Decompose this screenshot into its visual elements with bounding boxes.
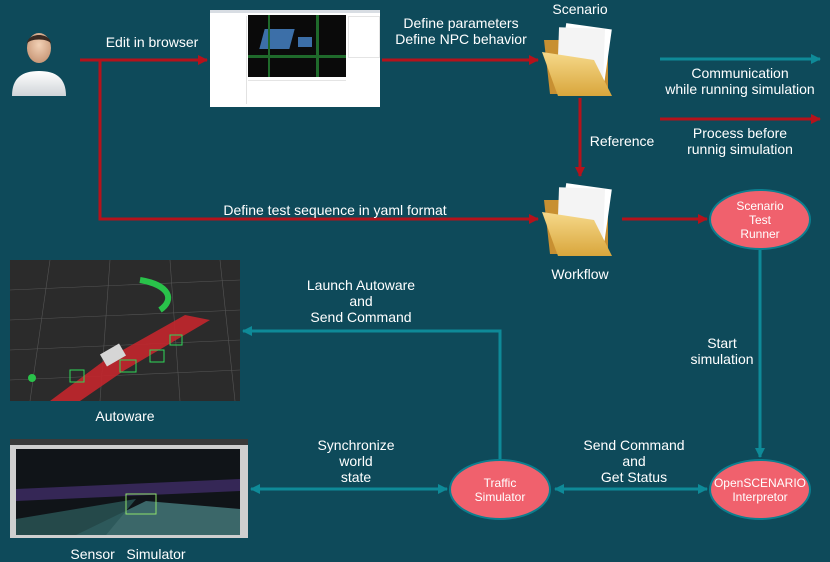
legend-label-process-before: Process before runnig simulation xyxy=(687,125,793,157)
label-autoware: Autoware xyxy=(95,408,155,424)
label-edit-in-browser: Edit in browser xyxy=(105,34,199,50)
openscenario-interpreter-node: OpenSCENARIO Interpretor xyxy=(709,459,811,520)
workflow-folder-icon xyxy=(542,183,612,256)
arrow-traffic-to-autoware xyxy=(242,326,502,459)
legend-label-communication: Communication while running simulation xyxy=(665,65,815,97)
label-scenario: Scenario xyxy=(552,1,608,17)
traffic-simulator-node: Traffic Simulator xyxy=(449,459,551,520)
label-launch-autoware: Launch Autoware and Send Command xyxy=(306,277,416,325)
sensor-simulator-screenshot xyxy=(10,439,248,538)
label-sensor-simulator: Sensor Simulator xyxy=(70,546,186,562)
scenario-test-runner-node: Scenario Test Runner xyxy=(709,189,811,250)
label-define-parameters: Define parameters Define NPC behavior xyxy=(395,15,527,47)
arrow-user-to-workflow xyxy=(98,60,539,224)
scenario-folder-icon xyxy=(542,23,612,96)
label-start-simulation: Start simulation xyxy=(690,335,754,367)
label-define-sequence: Define test sequence in yaml format xyxy=(223,202,447,218)
label-synchronize: Synchronize world state xyxy=(317,437,395,485)
user-avatar-icon xyxy=(12,33,66,96)
label-send-command: Send Command and Get Status xyxy=(583,437,685,485)
label-workflow: Workflow xyxy=(551,266,609,282)
autoware-screenshot xyxy=(10,260,240,401)
browser-editor-screenshot xyxy=(210,10,380,107)
label-reference: Reference xyxy=(589,133,655,149)
